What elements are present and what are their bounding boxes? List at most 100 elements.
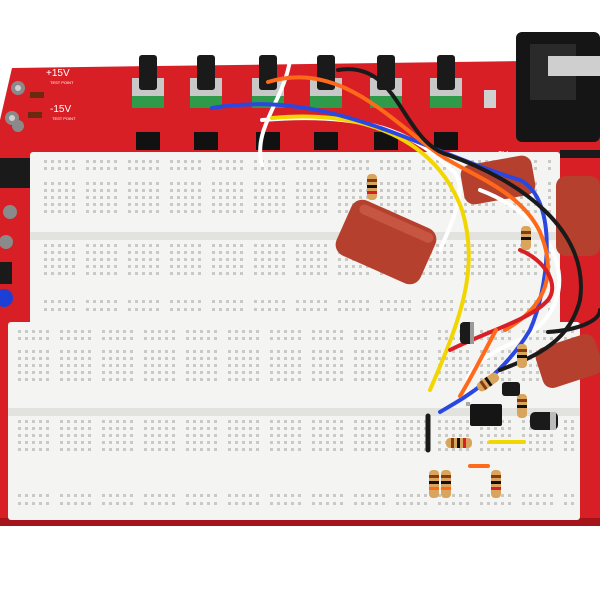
breadboard-hole xyxy=(480,371,483,374)
breadboard-hole xyxy=(144,494,147,497)
breadboard-hole xyxy=(382,441,385,444)
breadboard-hole xyxy=(72,196,75,199)
breadboard-hole xyxy=(450,210,453,213)
breadboard-hole xyxy=(65,182,68,185)
breadboard-hole xyxy=(270,494,273,497)
breadboard-hole xyxy=(466,420,469,423)
breadboard-hole xyxy=(156,308,159,311)
breadboard-hole xyxy=(219,182,222,185)
breadboard-hole xyxy=(184,210,187,213)
breadboard-hole xyxy=(478,300,481,303)
breadboard-hole xyxy=(275,167,278,170)
breadboard-hole xyxy=(480,448,483,451)
breadboard-hole xyxy=(410,357,413,360)
breadboard-hole xyxy=(172,502,175,505)
breadboard-hole xyxy=(130,502,133,505)
breadboard-hole xyxy=(81,441,84,444)
breadboard-hole xyxy=(452,378,455,381)
breadboard-hole xyxy=(333,350,336,353)
breadboard-hole xyxy=(443,244,446,247)
breadboard-hole xyxy=(340,337,343,340)
breadboard-hole xyxy=(359,160,362,163)
breadboard-hole xyxy=(333,434,336,437)
breadboard-hole xyxy=(142,210,145,213)
breadboard-hole xyxy=(282,300,285,303)
breadboard-hole xyxy=(450,258,453,261)
breadboard-hole xyxy=(270,371,273,374)
breadboard-hole xyxy=(235,420,238,423)
breadboard-hole xyxy=(387,189,390,192)
breadboard-hole xyxy=(170,196,173,199)
breadboard-hole xyxy=(65,251,68,254)
breadboard-hole xyxy=(198,189,201,192)
breadboard-hole xyxy=(88,350,91,353)
breadboard-hole xyxy=(191,300,194,303)
breadboard-hole xyxy=(46,364,49,367)
breadboard-hole xyxy=(242,434,245,437)
breadboard-hole xyxy=(459,448,462,451)
breadboard-hole xyxy=(207,364,210,367)
breadboard-hole xyxy=(46,427,49,430)
breadboard-hole xyxy=(394,189,397,192)
breadboard-hole xyxy=(424,364,427,367)
breadboard-hole xyxy=(198,300,201,303)
breadboard-hole xyxy=(324,196,327,199)
breadboard-hole xyxy=(214,330,217,333)
breadboard-hole xyxy=(114,196,117,199)
breadboard-hole xyxy=(177,308,180,311)
breadboard-hole xyxy=(186,494,189,497)
breadboard-hole xyxy=(466,371,469,374)
breadboard-hole xyxy=(198,251,201,254)
breadboard-hole xyxy=(233,203,236,206)
breadboard-hole xyxy=(529,502,532,505)
breadboard-hole xyxy=(422,160,425,163)
breadboard-hole xyxy=(291,420,294,423)
breadboard-hole xyxy=(88,371,91,374)
breadboard-hole xyxy=(74,378,77,381)
breadboard-hole xyxy=(226,251,229,254)
breadboard-hole xyxy=(284,448,287,451)
breadboard-hole xyxy=(268,189,271,192)
breadboard-hole xyxy=(445,378,448,381)
breadboard-hole xyxy=(408,210,411,213)
breadboard-hole xyxy=(116,357,119,360)
breadboard-hole xyxy=(130,371,133,374)
breadboard-hole xyxy=(340,350,343,353)
breadboard-hole xyxy=(67,371,70,374)
breadboard-hole xyxy=(254,182,257,185)
breadboard-hole xyxy=(65,244,68,247)
breadboard-hole xyxy=(44,210,47,213)
breadboard-hole xyxy=(261,258,264,261)
potentiometer-icon xyxy=(190,55,222,150)
breadboard-hole xyxy=(480,502,483,505)
breadboard-hole xyxy=(471,251,474,254)
breadboard-hole xyxy=(123,448,126,451)
breadboard-hole xyxy=(214,494,217,497)
breadboard-hole xyxy=(191,160,194,163)
breadboard-hole xyxy=(303,265,306,268)
breadboard-hole xyxy=(548,182,551,185)
breadboard-hole xyxy=(361,441,364,444)
breadboard-hole xyxy=(380,182,383,185)
breadboard-hole xyxy=(333,420,336,423)
breadboard-hole xyxy=(298,330,301,333)
breadboard-hole xyxy=(114,244,117,247)
breadboard-hole xyxy=(536,448,539,451)
breadboard-hole xyxy=(282,251,285,254)
breadboard-hole xyxy=(396,371,399,374)
breadboard-hole xyxy=(522,494,525,497)
breadboard-hole xyxy=(25,378,28,381)
breadboard-hole xyxy=(319,357,322,360)
breadboard-hole xyxy=(298,441,301,444)
breadboard-hole xyxy=(198,203,201,206)
breadboard-hole xyxy=(242,337,245,340)
breadboard-hole xyxy=(135,189,138,192)
breadboard-hole xyxy=(46,441,49,444)
breadboard-hole xyxy=(564,434,567,437)
breadboard-hole xyxy=(149,203,152,206)
breadboard-hole xyxy=(319,441,322,444)
breadboard-hole xyxy=(60,502,63,505)
breadboard-hole xyxy=(88,420,91,423)
breadboard-hole xyxy=(452,371,455,374)
breadboard-hole xyxy=(324,203,327,206)
